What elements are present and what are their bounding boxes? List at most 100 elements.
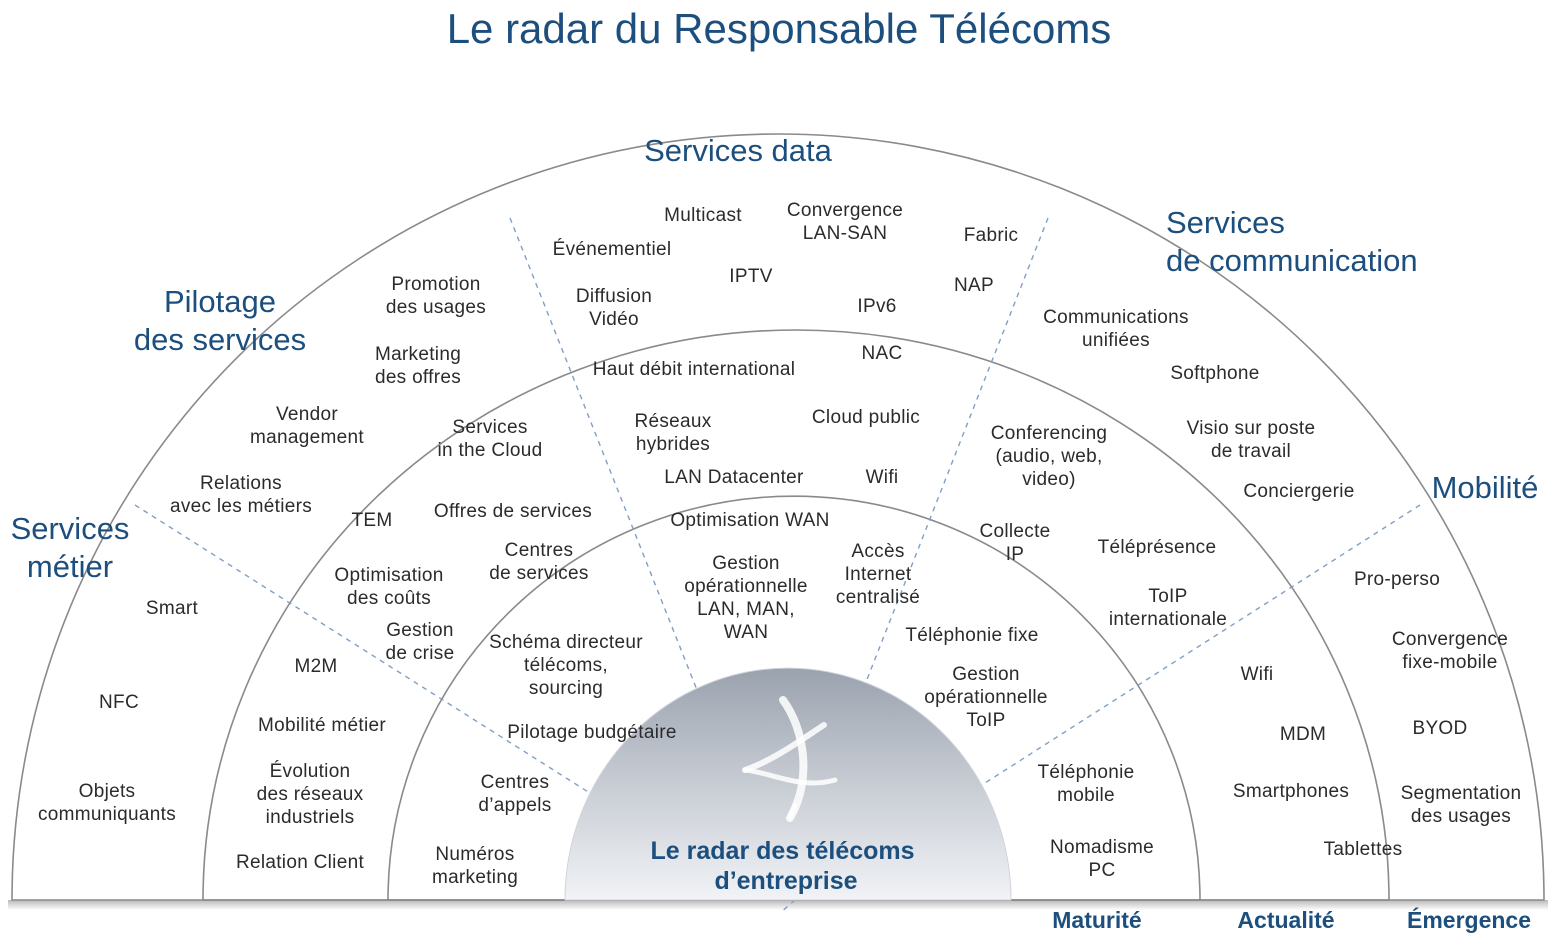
radar-item-iptv: IPTV <box>729 266 772 287</box>
radar-item-telephonie-fixe: Téléphonie fixe <box>905 625 1038 646</box>
center-label-line-1: Le radar des télécoms <box>651 837 915 865</box>
radar-item-centres-services-line-1: Centres <box>505 540 574 561</box>
radar-item-pro-perso-line-1: Pro-perso <box>1354 569 1440 590</box>
radar-item-reseaux-hybrides-line-1: Réseaux <box>634 411 711 432</box>
radar-item-visio-poste-line-1: Visio sur poste <box>1187 418 1316 439</box>
radar-item-wifi-data: Wifi <box>866 467 899 488</box>
radar-item-relation-client: Relation Client <box>236 852 364 873</box>
radar-item-multicast-line-1: Multicast <box>664 205 742 226</box>
radar-item-gestion-crise-line-1: Gestion <box>386 620 454 641</box>
sector-title-metier-line-1: Services <box>11 511 130 546</box>
radar-item-mdm: MDM <box>1280 724 1326 745</box>
sector-dividers <box>134 217 1421 914</box>
radar-item-tablettes: Tablettes <box>1324 839 1403 860</box>
radar-item-toip-internationale-line-2: internationale <box>1109 609 1227 630</box>
radar-item-fabric-line-1: Fabric <box>964 225 1019 246</box>
radar-item-smartphones: Smartphones <box>1233 781 1349 802</box>
sector-title-pilotage-line-2: des services <box>134 322 306 357</box>
radar-item-pilotage-budgetaire-line-1: Pilotage budgétaire <box>507 722 676 743</box>
radar-item-schema-directeur-line-1: Schéma directeur <box>489 632 643 653</box>
radar-item-reseaux-hybrides-line-2: hybrides <box>636 434 710 455</box>
radar-item-centres-appels-line-2: d’appels <box>478 795 551 816</box>
radar-item-acces-internet-line-3: centralisé <box>836 587 920 608</box>
radar-item-telephonie-fixe-line-1: Téléphonie fixe <box>905 625 1038 646</box>
radar-item-ipv6: IPv6 <box>857 296 896 317</box>
radar-item-gestion-operationnelle-toip-line-2: opérationnelle <box>924 687 1048 708</box>
radar-item-relation-client-line-1: Relation Client <box>236 852 364 873</box>
radar-item-cloud-public-line-1: Cloud public <box>812 407 920 428</box>
radar-item-offres-services-line-1: Offres de services <box>434 501 592 522</box>
radar-item-conferencing: Conferencing(audio, web,video) <box>991 423 1108 490</box>
radar-item-tablettes-line-1: Tablettes <box>1324 839 1403 860</box>
radar-item-convergence-lan-san-line-1: Convergence <box>787 200 903 221</box>
radar-item-nap: NAP <box>954 275 994 296</box>
radar-item-m2m: M2M <box>294 656 337 677</box>
radar-item-communications-unifiees-line-1: Communications <box>1043 307 1189 328</box>
radar-item-services-cloud-line-1: Services <box>452 417 527 438</box>
radar-item-relations-metiers-line-2: avec les métiers <box>170 496 312 517</box>
radar-item-cloud-public: Cloud public <box>812 407 920 428</box>
radar-item-nac-line-1: NAC <box>861 343 902 364</box>
radar-item-conferencing-line-3: video) <box>1022 469 1076 490</box>
radar-item-mdm-line-1: MDM <box>1280 724 1326 745</box>
radar-item-gestion-operationnelle-lan-line-2: opérationnelle <box>684 576 808 597</box>
radar-item-softphone: Softphone <box>1170 363 1259 384</box>
radar-item-relations-metiers-line-1: Relations <box>200 473 282 494</box>
radar-item-gestion-operationnelle-lan-line-1: Gestion <box>712 553 780 574</box>
radar-item-segmentation-usages-line-2: des usages <box>1411 806 1511 827</box>
ring-actualite <box>202 329 1390 901</box>
sector-title-communication-line-1: Services <box>1166 205 1285 240</box>
divider-pilotage-data <box>509 217 698 691</box>
radar-item-optimisation-couts-line-1: Optimisation <box>334 565 443 586</box>
radar-item-iptv-line-1: IPTV <box>729 266 772 287</box>
sector-title-mobilite: Mobilité <box>1432 470 1539 505</box>
radar-item-telepresence: Téléprésence <box>1098 537 1217 558</box>
radar-item-numeros-marketing-line-1: Numéros <box>435 844 514 865</box>
center-dome <box>564 667 1012 901</box>
radar-item-haut-debit-international-line-1: Haut débit international <box>593 359 796 380</box>
ring-label-emergence: Émergence <box>1407 906 1531 933</box>
sector-title-metier-line-2: métier <box>27 549 113 584</box>
sector-title-data-line-1: Services data <box>644 133 833 168</box>
radar-item-haut-debit-international: Haut débit international <box>593 359 796 380</box>
radar-item-byod: BYOD <box>1412 718 1467 739</box>
radar-item-lan-datacenter: LAN Datacenter <box>664 467 804 488</box>
radar-item-softphone-line-1: Softphone <box>1170 363 1259 384</box>
ring-emergence <box>11 133 1545 901</box>
radar-item-telephonie-mobile-line-2: mobile <box>1057 785 1115 806</box>
divider-center-bottom <box>779 899 796 914</box>
radar-item-optimisation-wan: Optimisation WAN <box>670 510 829 531</box>
sector-title-pilotage-line-1: Pilotage <box>164 284 276 319</box>
radar-item-services-cloud-line-2: in the Cloud <box>437 440 542 461</box>
radar-item-marketing-offres-line-2: des offres <box>375 367 461 388</box>
ring-label-actualite: Actualité <box>1237 907 1334 933</box>
radar-item-conferencing-line-1: Conferencing <box>991 423 1108 444</box>
radar-item-byod-line-1: BYOD <box>1412 718 1467 739</box>
radar-item-numeros-marketing-line-2: marketing <box>432 867 518 888</box>
radar-item-convergence-lan-san-line-2: LAN-SAN <box>803 223 887 244</box>
divider-metier-pilotage <box>134 504 594 796</box>
ring-label-maturite: Maturité <box>1052 907 1141 933</box>
radar-item-lan-datacenter-line-1: LAN Datacenter <box>664 467 804 488</box>
radar-item-wifi-mobilite-line-1: Wifi <box>1241 664 1274 685</box>
radar-item-wifi-mobilite: Wifi <box>1241 664 1274 685</box>
radar-item-promotion-usages-line-2: des usages <box>386 297 486 318</box>
page-title: Le radar du Responsable Télécoms <box>447 5 1112 52</box>
